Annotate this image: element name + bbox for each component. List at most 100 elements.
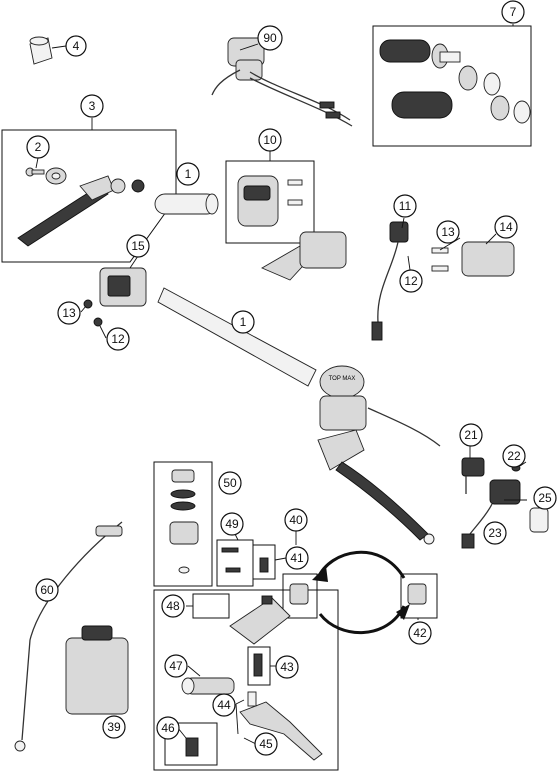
brake-lever xyxy=(239,691,323,761)
svg-text:50: 50 xyxy=(223,476,237,490)
bleeder-screw xyxy=(253,653,263,677)
map-switch xyxy=(461,479,521,549)
handlebar-tube-short xyxy=(154,193,219,215)
svg-text:11: 11 xyxy=(399,199,412,213)
svg-text:48: 48 xyxy=(166,599,180,613)
callout-40: 40 xyxy=(284,508,308,532)
reservoir-label: TOP MAX xyxy=(329,376,356,382)
svg-text:60: 60 xyxy=(40,583,54,597)
box-hand-guard-mount xyxy=(282,573,318,619)
handlebar-end-sleeve xyxy=(29,36,53,65)
callout-44: 44 xyxy=(212,693,236,717)
callout-48: 48 xyxy=(161,594,185,618)
callout-13-left: 13 xyxy=(57,301,81,325)
svg-text:3: 3 xyxy=(89,99,96,113)
leader-lines xyxy=(35,24,527,745)
brake-master-cylinder: TOP MAX xyxy=(317,365,441,545)
box-bracket xyxy=(216,539,254,587)
callout-25: 25 xyxy=(533,486,557,510)
svg-text:12: 12 xyxy=(111,332,125,346)
lever-pin xyxy=(185,737,199,757)
svg-text:7: 7 xyxy=(510,5,517,19)
rubber-plug xyxy=(529,507,549,533)
hand-guard-mount-small xyxy=(259,557,269,573)
callout-12-right: 12 xyxy=(399,269,423,293)
grip-set xyxy=(379,39,531,124)
callout-42: 42 xyxy=(408,621,432,645)
callout-21: 21 xyxy=(459,423,483,447)
svg-text:41: 41 xyxy=(290,551,304,565)
callout-11: 11 xyxy=(393,194,417,218)
callout-60: 60 xyxy=(35,578,59,602)
callout-10: 10 xyxy=(258,128,282,152)
callout-1-long: 1 xyxy=(231,310,255,334)
svg-text:25: 25 xyxy=(538,491,552,505)
hand-guard-mount-left xyxy=(289,583,309,605)
svg-text:42: 42 xyxy=(413,626,427,640)
callout-14: 14 xyxy=(494,215,518,239)
callout-49: 49 xyxy=(220,512,244,536)
box-master-cylinder xyxy=(153,589,339,771)
handlebar-tube-long xyxy=(157,287,317,387)
svg-text:21: 21 xyxy=(464,428,478,442)
box-clutch-lever xyxy=(1,129,177,263)
svg-text:2: 2 xyxy=(35,140,42,154)
callout-45: 45 xyxy=(254,732,278,756)
svg-text:40: 40 xyxy=(289,513,303,527)
box-part-46 xyxy=(164,722,218,766)
callout-50: 50 xyxy=(218,471,242,495)
callout-12-left: 12 xyxy=(106,327,130,351)
box-part-48 xyxy=(192,593,230,619)
callout-41: 41 xyxy=(285,546,309,570)
callout-2: 2 xyxy=(26,135,50,159)
box-reservoir xyxy=(153,461,213,587)
box-part-41 xyxy=(252,544,276,580)
callout-7: 7 xyxy=(501,0,525,24)
svg-text:45: 45 xyxy=(259,737,273,751)
svg-text:1: 1 xyxy=(185,167,192,181)
callout-22: 22 xyxy=(502,444,526,468)
callout-46: 46 xyxy=(156,716,180,740)
svg-text:49: 49 xyxy=(225,517,239,531)
master-cylinder-body xyxy=(229,595,291,645)
svg-text:14: 14 xyxy=(499,220,513,234)
svg-text:90: 90 xyxy=(263,31,277,45)
throttle-cable-assembly xyxy=(211,37,353,127)
throttle-housing xyxy=(260,221,515,341)
callout-1-short: 1 xyxy=(176,162,200,186)
box-grip-set xyxy=(372,25,532,147)
svg-text:15: 15 xyxy=(131,239,145,253)
rotation-arrows xyxy=(312,550,410,635)
brake-fluid-bottle xyxy=(65,625,129,715)
piston-kit xyxy=(181,677,235,695)
switch-housing xyxy=(237,175,303,227)
callout-39: 39 xyxy=(102,715,126,739)
callout-4: 4 xyxy=(65,35,87,57)
svg-text:47: 47 xyxy=(169,659,183,673)
svg-text:12: 12 xyxy=(404,274,418,288)
reservoir-kit xyxy=(169,469,199,574)
svg-text:10: 10 xyxy=(263,133,277,147)
hot-start-button xyxy=(461,457,485,494)
callout-90: 90 xyxy=(257,25,283,51)
callout-3: 3 xyxy=(80,94,104,118)
svg-text:46: 46 xyxy=(161,721,175,735)
svg-text:44: 44 xyxy=(217,698,231,712)
callout-47: 47 xyxy=(164,654,188,678)
svg-text:4: 4 xyxy=(73,39,80,53)
clutch-lever-assembly xyxy=(17,167,145,247)
svg-text:23: 23 xyxy=(488,526,502,540)
brake-line xyxy=(14,521,123,752)
bracket-screw-kit xyxy=(221,547,241,573)
svg-text:13: 13 xyxy=(62,306,76,320)
callout-15: 15 xyxy=(126,234,150,258)
callout-23: 23 xyxy=(483,521,507,545)
svg-text:43: 43 xyxy=(280,660,294,674)
svg-text:1: 1 xyxy=(240,315,247,329)
hand-guard-mount-right xyxy=(407,583,427,605)
callout-43: 43 xyxy=(275,655,299,679)
callout-13-right: 13 xyxy=(436,220,460,244)
svg-text:22: 22 xyxy=(507,449,521,463)
box-part-42 xyxy=(400,573,438,619)
